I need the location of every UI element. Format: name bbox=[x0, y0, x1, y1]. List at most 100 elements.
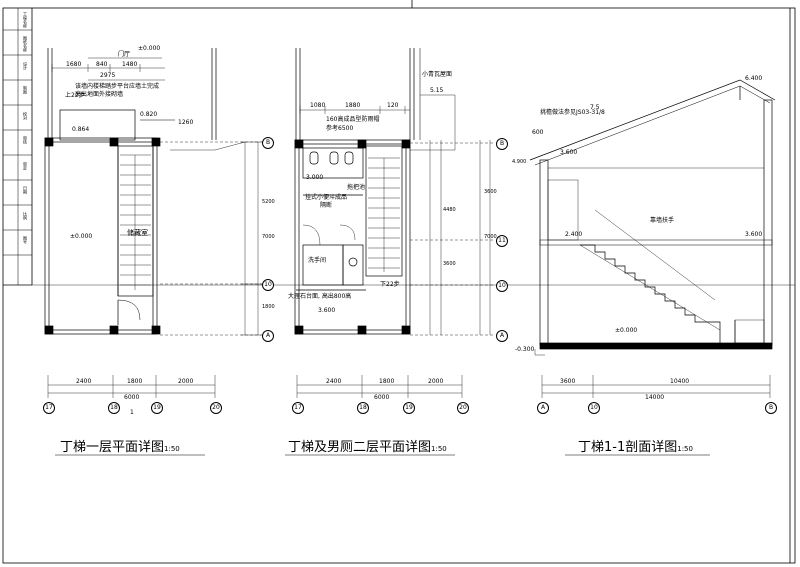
plan1-note-main: 该墙内楼梯踏步平台应墙土完成 bbox=[75, 83, 160, 90]
section-bottom-total: 14000 bbox=[645, 394, 665, 401]
section-level-mid: 2.400 bbox=[565, 231, 583, 238]
section-axis-B: B bbox=[765, 402, 777, 414]
plan2-right-total-4: 3600 bbox=[443, 261, 456, 267]
plan2-axis-B: B bbox=[496, 138, 508, 150]
plan2-note-top2: 参考6500 bbox=[326, 125, 354, 132]
plan2-right-total-1: 7000 bbox=[484, 234, 497, 240]
plan2-title: 丁梯及男厕二层平面详图1:50 bbox=[288, 436, 447, 455]
plan1-axis-10: 10 bbox=[262, 279, 274, 291]
section-label-rail: 靠墙扶手 bbox=[650, 217, 675, 224]
section-title-text: 丁梯1-1剖面详图 bbox=[578, 440, 678, 455]
plan1-right-dim-3: 7000 bbox=[262, 234, 275, 240]
plan2-note-counter: 大理石台面, 高出800高 bbox=[288, 293, 352, 300]
plan1-right-dim-2: 1800 bbox=[262, 304, 275, 310]
plan2-room-urinal: 挂式小便斗成品 bbox=[305, 194, 348, 201]
titleblock-row-1: 工程名称 bbox=[23, 12, 28, 28]
plan1-title: 丁梯一层平面详图1:50 bbox=[60, 436, 180, 455]
titleblock-row-9: 比例 bbox=[23, 212, 28, 220]
plan2-bottom-dim-3: 2000 bbox=[428, 378, 444, 385]
plan2-title-scale: 1:50 bbox=[431, 445, 447, 453]
plan1-axis-19: 19 bbox=[151, 402, 163, 414]
plan1-level-mid: 0.864 bbox=[72, 126, 90, 133]
plan2-drawing bbox=[294, 48, 495, 398]
plan1-bottom-dim-3: 2000 bbox=[178, 378, 194, 385]
plan2-note-stair: 下22步 bbox=[380, 281, 400, 288]
plan2-title-text: 丁梯及男厕二层平面详图 bbox=[288, 440, 432, 455]
titleblock-row-4: 制图 bbox=[23, 86, 28, 94]
plan2-axis-A: A bbox=[496, 330, 508, 342]
plan2-label-mop: 拖把池 bbox=[347, 184, 366, 191]
section-level-top: 4.900 bbox=[512, 159, 527, 165]
section-small-dim: 7.5 bbox=[590, 104, 600, 111]
plan1-axis-18: 18 bbox=[108, 402, 120, 414]
plan1-axis-B: B bbox=[262, 137, 274, 149]
plan1-door-label: 门厅 bbox=[118, 51, 131, 58]
plan1-top-dim-1: 1680 bbox=[66, 61, 82, 68]
plan2-bottom-dim-1: 2400 bbox=[326, 378, 342, 385]
plan2-top-dim-1: 1080 bbox=[310, 102, 326, 109]
sheet-frame bbox=[2, 7, 796, 564]
plan1-section-mark: 1 bbox=[130, 409, 134, 416]
plan1-bottom-dim-1: 2400 bbox=[76, 378, 92, 385]
plan2-top-dim-2: 1880 bbox=[345, 102, 361, 109]
plan1-top-dim-2: 840 bbox=[96, 61, 108, 68]
plan1-top-dim-4: 2975 bbox=[100, 72, 116, 79]
section-bottom-dim-2: 10400 bbox=[670, 378, 690, 385]
plan2-axis-20: 20 bbox=[457, 402, 469, 414]
plan1-drawing bbox=[44, 48, 262, 398]
plan2-right-total-3: 4480 bbox=[443, 207, 456, 213]
plan1-axis-A: A bbox=[262, 330, 274, 342]
plan1-axis-20: 20 bbox=[210, 402, 222, 414]
section-level-base: -0.300 bbox=[515, 346, 535, 353]
plan1-top-dim-3: 1480 bbox=[122, 61, 138, 68]
section-level-right: 3.600 bbox=[745, 231, 763, 238]
plan2-label-roof: 小青瓦屋面 bbox=[422, 71, 453, 78]
section-level-ground: ±0.000 bbox=[615, 327, 638, 334]
plan2-label-wash: 洗手间 bbox=[308, 257, 327, 264]
titleblock-row-5: 校对 bbox=[23, 112, 28, 120]
plan1-right-dim-1: 5200 bbox=[262, 199, 275, 205]
plan2-top-dim-3: 120 bbox=[387, 102, 399, 109]
section-level-eave: 3.600 bbox=[560, 149, 578, 156]
plan1-level-floor: ±0.000 bbox=[70, 233, 93, 240]
plan2-level-roof: 5.15 bbox=[430, 87, 444, 94]
plan1-level-small: 0.820 bbox=[140, 111, 158, 118]
section-title-scale: 1:50 bbox=[677, 445, 693, 453]
titleblock-row-6: 审核 bbox=[23, 136, 28, 144]
titleblock-row-3: 设计 bbox=[23, 62, 28, 70]
section-level-ridge: 6.400 bbox=[745, 75, 763, 82]
plan1-axis-17: 17 bbox=[43, 402, 55, 414]
section-bottom-dim-1: 3600 bbox=[560, 378, 576, 385]
titleblock-row-7: 审定 bbox=[23, 162, 28, 170]
plan2-axis-17: 17 bbox=[292, 402, 304, 414]
section-dim-400: 600 bbox=[532, 129, 544, 136]
plan2-level-wash: 3.600 bbox=[318, 307, 336, 314]
plan2-bottom-total: 6000 bbox=[374, 394, 390, 401]
plan1-room-label: 储藏室 bbox=[127, 229, 148, 237]
plan2-axis-11: 11 bbox=[496, 235, 508, 247]
titleblock-row-10: 图号 bbox=[23, 236, 28, 244]
section-drawing bbox=[529, 79, 776, 398]
plan1-bottom-total: 6000 bbox=[124, 394, 140, 401]
section-axis-10: 10 bbox=[588, 402, 600, 414]
titleblock-row-2: 图纸名称 bbox=[23, 36, 28, 52]
title-block bbox=[3, 8, 32, 285]
plan1-bottom-dim-2: 1800 bbox=[127, 378, 143, 385]
section-note-top: 挑檐做法参见JS03-31/8 bbox=[540, 109, 605, 116]
plan2-axis-18: 18 bbox=[357, 402, 369, 414]
section-axis-A: A bbox=[537, 402, 549, 414]
plan2-axis-19: 19 bbox=[403, 402, 415, 414]
plan2-note-top1: 160高成品型防雨帽 bbox=[326, 116, 380, 123]
plan2-right-total-2: 3600 bbox=[484, 189, 497, 195]
plan1-side-dim: 1260 bbox=[178, 119, 194, 126]
section-title: 丁梯1-1剖面详图1:50 bbox=[578, 436, 693, 455]
plan1-note-stair: 上22步 bbox=[65, 92, 85, 99]
plan2-bottom-dim-2: 1800 bbox=[379, 378, 395, 385]
plan2-level-stair: 3.000 bbox=[306, 174, 324, 181]
plan1-title-text: 丁梯一层平面详图 bbox=[60, 440, 165, 455]
plan1-note-sub: 高出地面外接砌墙 bbox=[75, 91, 124, 98]
plan2-axis-10: 10 bbox=[496, 280, 508, 292]
plan1-door-dim: ±0.000 bbox=[138, 45, 161, 52]
plan1-title-scale: 1:50 bbox=[164, 445, 180, 453]
